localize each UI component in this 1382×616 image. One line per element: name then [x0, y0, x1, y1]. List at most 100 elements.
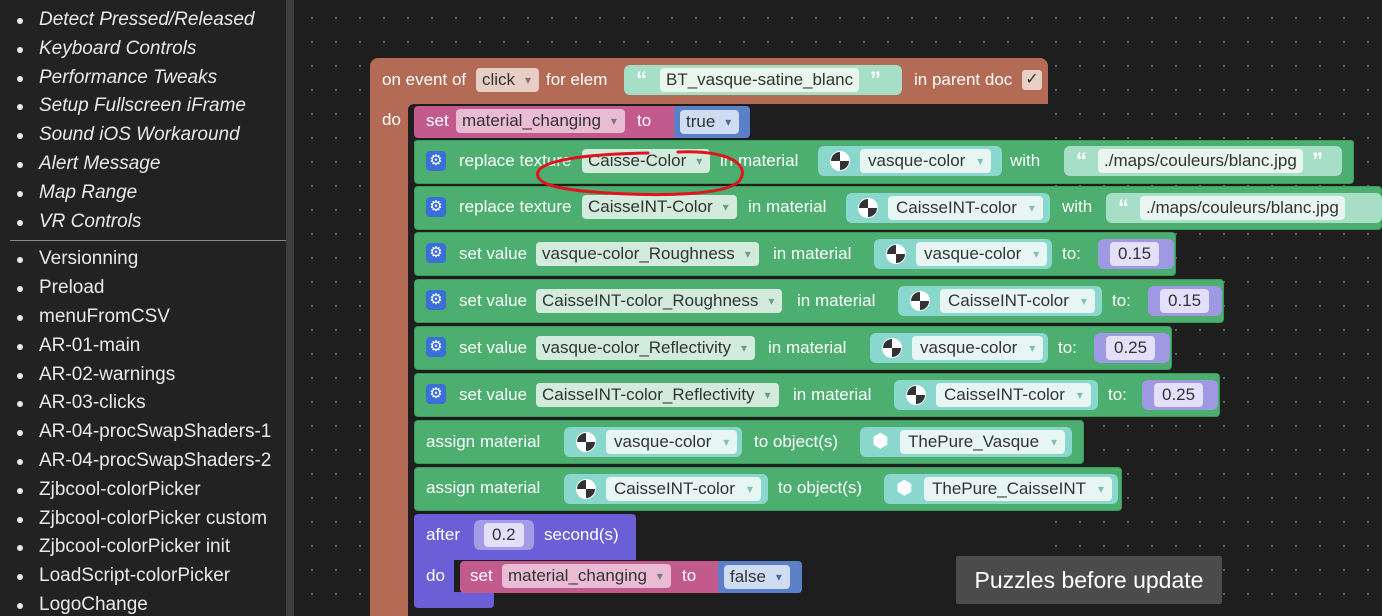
sidebar-item[interactable]: AR-03-clicks — [0, 389, 288, 418]
texture-dropdown[interactable]: CaisseINT-Color — [582, 195, 737, 219]
sidebar-item[interactable]: Setup Fullscreen iFrame — [0, 92, 288, 121]
param-dropdown[interactable]: vasque-color_Roughness — [536, 242, 759, 266]
material-dropdown[interactable]: vasque-color — [606, 430, 738, 454]
param-dropdown[interactable]: vasque-color_Reflectivity — [536, 336, 755, 360]
material-block[interactable]: vasque-color — [870, 333, 1048, 363]
sidebar-item[interactable]: AR-01-main — [0, 332, 288, 361]
variable-dropdown[interactable]: material_changing — [456, 109, 625, 133]
material-block[interactable]: vasque-color — [818, 146, 1002, 176]
object-dropdown[interactable]: ThePure_Vasque — [900, 430, 1066, 454]
material-block[interactable]: CaisseINT-color — [898, 286, 1102, 316]
path-string-value[interactable]: ./maps/couleurs/blanc.jpg — [1098, 149, 1303, 173]
after-label: after — [426, 525, 461, 544]
material-dropdown[interactable]: CaisseINT-color — [606, 477, 761, 501]
variable-dropdown[interactable]: material_changing — [502, 564, 671, 588]
in-parent-doc-checkbox[interactable]: ✓ — [1022, 70, 1042, 90]
gear-icon[interactable]: ⚙ — [426, 384, 446, 404]
sidebar-item[interactable]: Performance Tweaks — [0, 64, 288, 93]
object-block[interactable]: ⬢ ThePure_Vasque — [860, 427, 1072, 457]
gear-icon[interactable]: ⚙ — [426, 151, 446, 171]
object-block[interactable]: ⬢ ThePure_CaisseINT — [884, 474, 1118, 504]
sidebar-item[interactable]: LogoChange — [0, 591, 288, 616]
in-material-label: in material — [793, 385, 872, 404]
material-block[interactable]: CaisseINT-color — [894, 380, 1098, 410]
on-event-label: on event of — [382, 70, 467, 89]
elem-string-block[interactable]: “ BT_vasque-satine_blanc ” — [624, 65, 902, 95]
to-objects-label: to object(s) — [778, 478, 863, 497]
path-string-block[interactable]: “ ./maps/couleurs/blanc.jpg ” — [1064, 146, 1342, 176]
number-block[interactable]: 0.25 — [1094, 333, 1170, 363]
to-label: to: — [1062, 244, 1081, 263]
path-string-value[interactable]: ./maps/couleurs/blanc.jpg — [1140, 196, 1345, 220]
sidebar-item[interactable]: Alert Message — [0, 150, 288, 179]
material-block[interactable]: vasque-color — [874, 239, 1052, 269]
sidebar-item[interactable]: AR-02-warnings — [0, 361, 288, 390]
number-block[interactable]: 0.15 — [1148, 286, 1222, 316]
to-objects-label: to object(s) — [754, 432, 839, 451]
material-dropdown[interactable]: CaisseINT-color — [940, 289, 1095, 313]
material-sphere-icon — [576, 432, 596, 452]
set-label: set — [426, 111, 449, 130]
sidebar-item[interactable]: AR-04-procSwapShaders-2 — [0, 447, 288, 476]
number-block[interactable]: 0.25 — [1142, 380, 1218, 410]
sidebar-item[interactable]: Preload — [0, 274, 288, 303]
sidebar-item[interactable]: Keyboard Controls — [0, 35, 288, 64]
material-dropdown[interactable]: vasque-color — [912, 336, 1044, 360]
sidebar-item[interactable]: VR Controls — [0, 208, 288, 237]
open-quote-icon: “ — [1076, 148, 1087, 173]
seconds-label: second(s) — [544, 525, 619, 544]
delay-number-block[interactable]: 0.2 — [474, 520, 534, 550]
material-dropdown[interactable]: vasque-color — [860, 149, 992, 173]
path-string-block[interactable]: “ ./maps/couleurs/blanc.jpg — [1106, 193, 1382, 223]
elem-string-value[interactable]: BT_vasque-satine_blanc — [660, 68, 860, 92]
number-value[interactable]: 0.15 — [1110, 242, 1160, 266]
in-material-label: in material — [773, 244, 852, 263]
to-label: to — [682, 566, 697, 585]
number-value[interactable]: 0.25 — [1154, 383, 1204, 407]
material-block[interactable]: CaisseINT-color — [846, 193, 1050, 223]
to-label: to: — [1112, 291, 1131, 310]
sidebar-item[interactable]: Zjbcool-colorPicker — [0, 476, 288, 505]
sidebar-item[interactable]: menuFromCSV — [0, 303, 288, 332]
material-dropdown[interactable]: vasque-color — [916, 242, 1048, 266]
gear-icon[interactable]: ⚙ — [426, 290, 446, 310]
puzzles-workspace[interactable]: on event of click for elem “ BT_vasque-s… — [294, 0, 1382, 616]
material-sphere-icon — [910, 291, 930, 311]
boolean-dropdown[interactable]: false — [724, 565, 790, 589]
param-dropdown[interactable]: CaisseINT-color_Reflectivity — [536, 383, 779, 407]
material-block[interactable]: CaisseINT-color — [564, 474, 768, 504]
event-type-dropdown[interactable]: click — [476, 68, 540, 92]
sidebar-item[interactable]: Versionning — [0, 245, 288, 274]
assign-material-label: assign material — [426, 432, 541, 451]
sidebar-item[interactable]: AR-04-procSwapShaders-1 — [0, 418, 288, 447]
number-value[interactable]: 0.15 — [1160, 289, 1210, 313]
sidebar-item[interactable]: Detect Pressed/Released — [0, 6, 288, 35]
sidebar-item[interactable]: Zjbcool-colorPicker init — [0, 533, 288, 562]
sidebar-item[interactable]: Zjbcool-colorPicker custom — [0, 505, 288, 534]
number-block[interactable]: 0.15 — [1098, 239, 1174, 269]
delay-number-value[interactable]: 0.2 — [484, 523, 524, 547]
set-value-label: set value — [459, 338, 528, 357]
object-dropdown[interactable]: ThePure_CaisseINT — [924, 477, 1113, 501]
material-dropdown[interactable]: CaisseINT-color — [936, 383, 1091, 407]
material-dropdown[interactable]: CaisseINT-color — [888, 196, 1043, 220]
sidebar-scrollbar[interactable] — [286, 0, 294, 616]
sidebar-item[interactable]: Map Range — [0, 179, 288, 208]
sidebar-item[interactable]: LoadScript-colorPicker — [0, 562, 288, 591]
to-label: to: — [1058, 338, 1077, 357]
material-block[interactable]: vasque-color — [564, 427, 742, 457]
texture-dropdown[interactable]: Caisse-Color — [582, 149, 711, 173]
gear-icon[interactable]: ⚙ — [426, 243, 446, 263]
material-sphere-icon — [576, 479, 596, 499]
gear-icon[interactable]: ⚙ — [426, 197, 446, 217]
sidebar-item[interactable]: Sound iOS Workaround — [0, 121, 288, 150]
boolean-dropdown[interactable]: true — [680, 110, 740, 134]
number-value[interactable]: 0.25 — [1106, 336, 1156, 360]
cube-icon: ⬢ — [896, 478, 913, 499]
gear-icon[interactable]: ⚙ — [426, 337, 446, 357]
param-dropdown[interactable]: CaisseINT-color_Roughness — [536, 289, 783, 313]
set-value-label: set value — [459, 291, 528, 310]
